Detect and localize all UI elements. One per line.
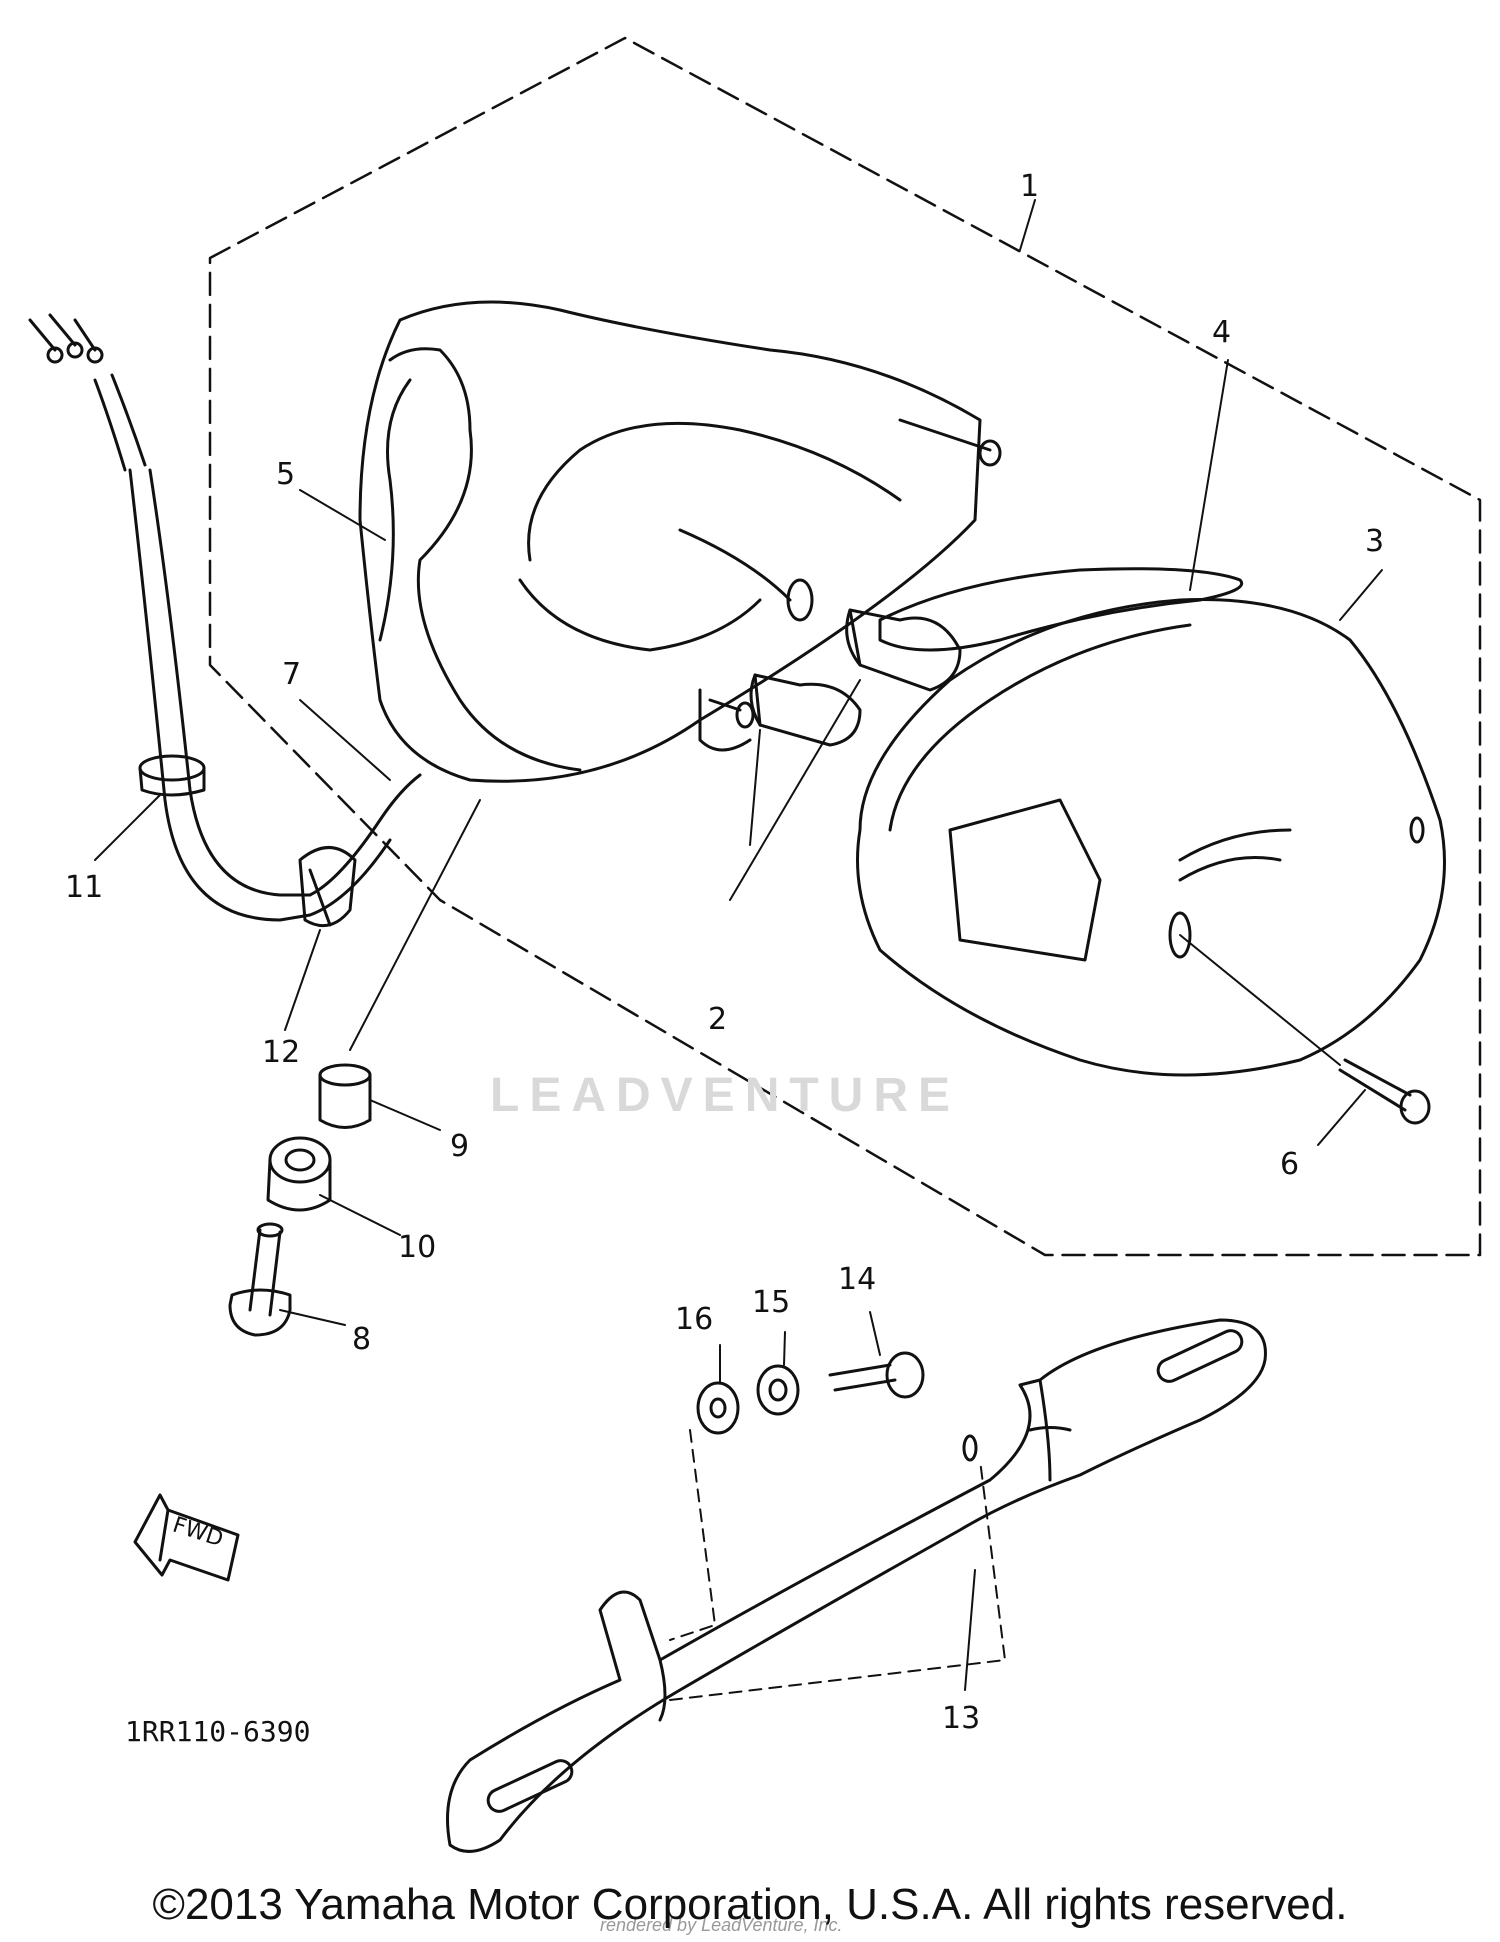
license-bracket xyxy=(446,1318,1267,1853)
assembly-boundary xyxy=(208,36,1482,1257)
copyright-text: ©2013 Yamaha Motor Corporation, U.S.A. A… xyxy=(152,1880,1348,1929)
fwd-arrow xyxy=(133,1493,240,1582)
callout-15: 15 xyxy=(752,1285,791,1320)
callout-2: 2 xyxy=(708,1002,728,1037)
wiring-harness xyxy=(28,313,422,922)
callout-8: 8 xyxy=(352,1322,372,1357)
lamp-housing xyxy=(358,300,1002,783)
mount-bolt xyxy=(228,1222,292,1337)
collar xyxy=(318,1063,372,1129)
callout-14: 14 xyxy=(838,1262,877,1297)
wire-grommet xyxy=(138,754,206,797)
diagram-code: 1RR110-6390 xyxy=(125,1715,311,1748)
callout-12: 12 xyxy=(262,1035,301,1070)
callout-6: 6 xyxy=(1280,1147,1300,1182)
wire-clamp xyxy=(298,846,357,928)
callout-16: 16 xyxy=(675,1302,714,1337)
callout-7: 7 xyxy=(282,657,302,692)
plain-washer xyxy=(696,1381,740,1435)
tail-lens xyxy=(856,598,1446,1077)
rendered-by: rendered by LeadVenture, Inc. xyxy=(600,1915,843,1935)
callout-10: 10 xyxy=(398,1230,437,1265)
bracket-bolt xyxy=(828,1351,925,1399)
lens-gasket xyxy=(878,567,1244,652)
callout-3: 3 xyxy=(1365,524,1385,559)
callout-9: 9 xyxy=(450,1129,470,1164)
callout-13: 13 xyxy=(942,1701,981,1736)
callout-5: 5 xyxy=(276,457,296,492)
leader-lines xyxy=(94,199,1383,1691)
watermark: LEADVENTURE xyxy=(490,1069,961,1122)
bulbs xyxy=(749,608,962,747)
lens-screw xyxy=(1179,934,1431,1125)
callout-11: 11 xyxy=(65,870,104,905)
callout-1: 1 xyxy=(1020,169,1040,204)
damper xyxy=(266,1136,332,1212)
callout-4: 4 xyxy=(1212,315,1232,350)
lock-washer xyxy=(756,1364,800,1416)
